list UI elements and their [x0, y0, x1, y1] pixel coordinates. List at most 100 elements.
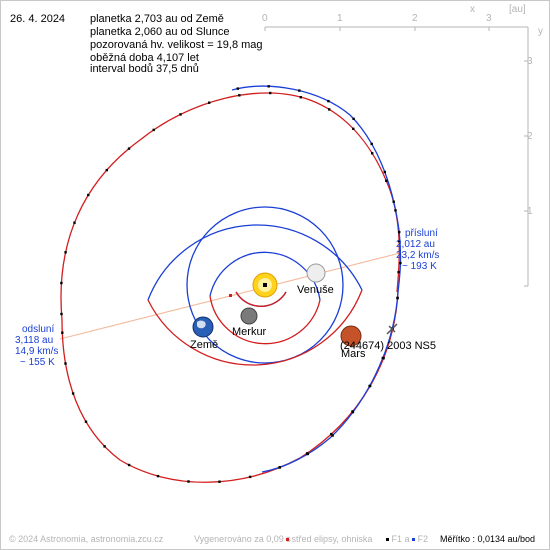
x-tick-label-2: 2 [412, 13, 418, 24]
mars-label: Mars [341, 348, 366, 360]
orbit-point-28 [398, 230, 401, 234]
aphelion-distance: 3,118 au [15, 335, 54, 346]
orbit-point-44 [84, 420, 88, 423]
footer-legend-foci: F1 a F2 [386, 534, 428, 544]
asteroid-orbit-red-lower [61, 291, 399, 483]
aphelion-speed: 14,9 km/s [15, 346, 59, 357]
orbit-point-21 [267, 85, 270, 88]
x-tick-label-1: 1 [337, 13, 343, 24]
legend-f2-text: F2 [417, 534, 429, 544]
orbit-point-17 [394, 209, 397, 212]
aphelion-temperature: ~ 155 K [20, 357, 55, 368]
orbit-point-18 [397, 239, 401, 243]
x-tick-label-0: 0 [262, 13, 268, 24]
orbit-point-54 [306, 452, 309, 456]
asteroid-orbit-blue-upper [231, 85, 402, 293]
axes [264, 26, 529, 287]
orbit-point-23 [327, 99, 330, 103]
orbit-point-13 [328, 108, 331, 111]
sun [252, 272, 278, 298]
date-label: 26. 4. 2024 [10, 13, 66, 25]
orbit-point-48 [396, 296, 399, 300]
orbit-point-55 [278, 466, 281, 469]
orbit-point-24 [352, 117, 355, 120]
footer-legend-center: střed elipsy, ohniska [286, 534, 372, 544]
mars-orbit-upper [147, 224, 363, 301]
orbit-point-53 [331, 434, 334, 437]
mars [340, 325, 362, 347]
orbit-point-41 [156, 474, 160, 478]
legend-f1-text: F1 a [391, 534, 410, 544]
info-line-distance-sun: planetka 2,060 au od Slunce [90, 26, 230, 38]
earth-clouds [197, 320, 206, 329]
orbit-point-9 [208, 101, 211, 104]
aphelion-title: odsluní [22, 324, 55, 335]
orbit-point-29 [399, 261, 402, 265]
orbit-point-43 [103, 445, 106, 448]
orbit-point-40 [187, 480, 190, 483]
orbit-point-39 [218, 480, 221, 483]
earth-orbit [186, 206, 344, 364]
ellipse-center-marker [229, 294, 232, 297]
info-line-distance-earth: planetka 2,703 au od Země [90, 13, 224, 25]
orbit-point-1 [60, 281, 63, 285]
orbit-point-14 [352, 127, 355, 130]
venus-orbit-lower [209, 295, 321, 345]
orbit-point-6 [127, 147, 131, 150]
orbit-point-10 [238, 94, 241, 97]
orbit-point-51 [368, 384, 371, 388]
orbit-point-19 [397, 270, 400, 274]
y-axis-label: y [538, 26, 543, 37]
orbit-point-45 [71, 392, 75, 395]
asteroid-orbit-blue-lower [261, 291, 399, 473]
orbit-point-16 [385, 179, 388, 182]
legend-center-swatch [286, 538, 289, 542]
orbit-point-8 [179, 113, 182, 116]
perihelion-distance: 2,012 au [396, 239, 435, 250]
legend-f1-swatch [386, 538, 389, 542]
venus-label: Venuše [297, 284, 334, 296]
orbit-point-50 [381, 356, 384, 360]
info-line-interval: interval bodů 37,5 dnů [90, 63, 199, 75]
footer-copyright: © 2024 Astronomia, astronomia.zcu.cz [9, 534, 164, 544]
orbit-point-20 [236, 87, 239, 90]
orbit-point-0 [60, 312, 63, 316]
asteroid-orbit-red-arc [60, 92, 400, 321]
perihelion-speed: 23,2 km/s [396, 250, 440, 261]
orbit-point-27 [392, 200, 395, 203]
orbit-point-5 [105, 168, 108, 172]
focus-f1-marker [263, 283, 267, 287]
orbit-point-2 [64, 251, 67, 254]
perihelion-temperature: ~ 193 K [402, 261, 437, 272]
orbit-point-15 [371, 152, 374, 155]
orbit-point-47 [61, 331, 64, 334]
mercury [240, 307, 258, 325]
orbit-point-12 [299, 96, 302, 99]
orbit-point-22 [298, 89, 301, 92]
y-tick-label-3: 3 [527, 56, 533, 67]
asteroid-line-b [388, 325, 396, 333]
orbit-point-26 [383, 170, 386, 174]
earth [192, 316, 214, 338]
legend-f2-swatch [412, 538, 416, 542]
orbit-point-35 [330, 432, 333, 436]
orbit-point-25 [370, 142, 373, 146]
mercury-label: Merkur [232, 326, 267, 338]
venus [306, 263, 326, 283]
orbit-point-52 [351, 410, 355, 414]
mercury-orbit-lower [235, 291, 287, 307]
y-tick-label-1: 1 [527, 206, 533, 217]
orbit-point-11 [269, 91, 272, 95]
orbit-point-46 [64, 362, 67, 365]
orbit-point-7 [152, 128, 155, 132]
earth-label: Země [190, 339, 219, 351]
orbit-interval-points [60, 85, 402, 483]
asteroid-label: (244674) 2003 NS5 [340, 340, 437, 352]
mars-orbit-lower [147, 289, 363, 366]
x-tick-label-3: 3 [486, 13, 492, 24]
y-tick-label-2: 2 [527, 131, 533, 142]
unit-label: [au] [509, 4, 526, 15]
orbit-point-42 [127, 463, 131, 467]
info-line-period: oběžná doba 4,107 let [90, 52, 199, 64]
